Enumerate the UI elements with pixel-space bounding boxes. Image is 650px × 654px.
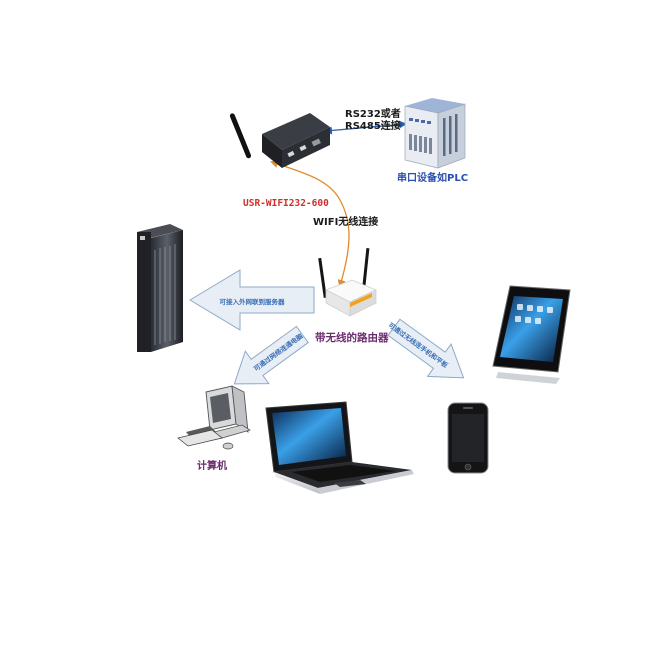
rs-link-label-line2: RS485连接 xyxy=(345,120,401,132)
rs-link-label-line1: RS232或者 xyxy=(345,109,401,120)
router-label: 带无线的路由器 xyxy=(315,332,389,344)
rs-link-label: RS232或者 RS485连接 xyxy=(345,109,401,132)
arrow-to-computer-label: 可通过网络连通电脑 xyxy=(252,331,305,373)
plc-icon xyxy=(404,98,466,169)
computer-label: 计算机 xyxy=(197,461,227,472)
arrow-to-phone-label: 可通过无线连手机和平板 xyxy=(387,320,451,370)
wifi-link-label: WIFI无线连接 xyxy=(313,217,379,228)
desktop-computer-icon xyxy=(177,385,251,450)
device-model-label: USR-WIFI232-600 xyxy=(243,198,329,209)
arrow-to-server-label: 可接入外网联到服务器 xyxy=(220,297,286,306)
server-rack-icon xyxy=(137,224,183,352)
serial-device-label: 串口设备如PLC xyxy=(397,173,469,184)
wifi-serial-server-icon xyxy=(229,113,330,168)
rs-link-arrow xyxy=(324,120,407,135)
wifi-link-arrow xyxy=(270,160,350,288)
wireless-router-icon xyxy=(318,248,377,317)
laptop-icon xyxy=(265,401,414,494)
arrow-to-phone: 可通过无线连手机和平板 xyxy=(387,318,465,379)
smartphone-icon xyxy=(447,402,489,474)
tablet-icon xyxy=(492,285,571,384)
arrow-to-server: 可接入外网联到服务器 xyxy=(189,269,315,331)
